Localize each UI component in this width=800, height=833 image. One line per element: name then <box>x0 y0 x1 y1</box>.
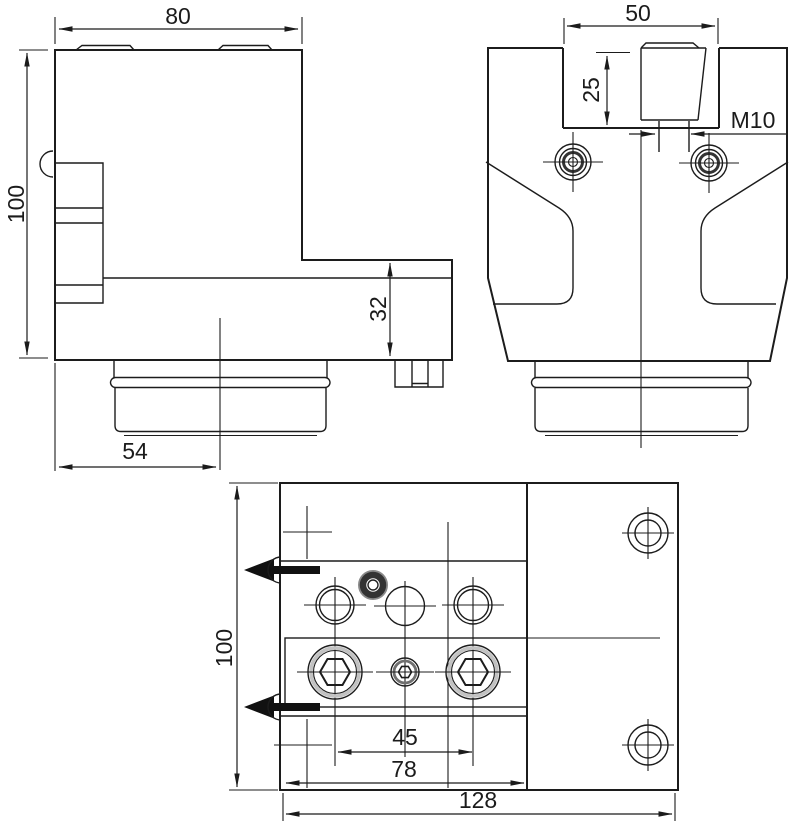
dim-side-height-label: 100 <box>3 185 29 223</box>
dim-shank-offset: 54 <box>54 363 217 471</box>
top-strip-left <box>75 44 135 51</box>
dim-head-width: 78 <box>285 756 525 786</box>
dim-screw-spacing-label: 45 <box>392 724 418 750</box>
coolant-arrow-lower <box>244 693 320 721</box>
front-shank <box>530 362 752 437</box>
front-body-outline <box>487 47 788 362</box>
socket-screw-front-left <box>543 132 603 192</box>
dim-slot-width-label: 50 <box>625 0 651 26</box>
pocket-left <box>485 161 574 305</box>
socket-screw-front-right <box>679 133 739 193</box>
pocket-right <box>700 161 789 305</box>
socket-screw-plan-left <box>297 644 373 700</box>
thread-hole-lines <box>658 121 690 152</box>
top-strip-right <box>217 44 273 51</box>
side-notch-block <box>394 360 444 388</box>
dim-top-width-label: 80 <box>165 3 191 29</box>
counterbore-hole-top <box>622 507 674 559</box>
dim-step-height-label: 32 <box>365 296 391 322</box>
dim-top-width: 80 <box>54 3 303 44</box>
hole-upper-right <box>442 585 504 625</box>
hole-upper-mid <box>374 585 436 627</box>
dim-slot-width: 50 <box>563 0 719 44</box>
pin-bushing <box>358 570 388 600</box>
center-cross-upper <box>283 506 332 559</box>
side-view: 80 100 32 54 <box>3 3 453 471</box>
front-view: 50 25 M10 <box>485 0 789 448</box>
dim-screw-spacing: 45 <box>337 724 473 755</box>
dim-slot-depth-label: 25 <box>578 77 604 103</box>
edge-bump-arc <box>39 150 54 178</box>
plan-outline <box>279 482 679 791</box>
plan-view: 100 45 78 128 <box>211 482 679 821</box>
dim-slot-depth: 25 <box>578 51 630 126</box>
hole-upper-left <box>304 585 366 625</box>
tool-slot <box>562 48 720 129</box>
dim-head-width-label: 78 <box>391 756 417 782</box>
thread-callout: M10 <box>629 107 786 137</box>
dim-side-height: 100 <box>3 49 48 359</box>
dim-total-width: 128 <box>282 787 676 821</box>
counterbore-hole-bottom <box>622 719 674 771</box>
dim-step-height: 32 <box>365 262 393 357</box>
dim-plan-height-label: 100 <box>211 629 237 667</box>
center-cross-lower <box>274 719 332 788</box>
plan-pocket-rect <box>284 637 528 708</box>
coolant-arrow-upper <box>244 556 320 584</box>
dim-plan-height: 100 <box>211 482 278 791</box>
dim-shank-offset-label: 54 <box>122 438 148 464</box>
socket-screw-plan-right <box>435 644 511 700</box>
dim-total-width-label: 128 <box>459 787 497 813</box>
thread-callout-label: M10 <box>731 107 776 133</box>
clamp-block <box>640 42 707 121</box>
serration-block <box>55 162 104 304</box>
side-body-outline <box>54 49 453 361</box>
socket-screw-plan-mid <box>376 657 434 687</box>
